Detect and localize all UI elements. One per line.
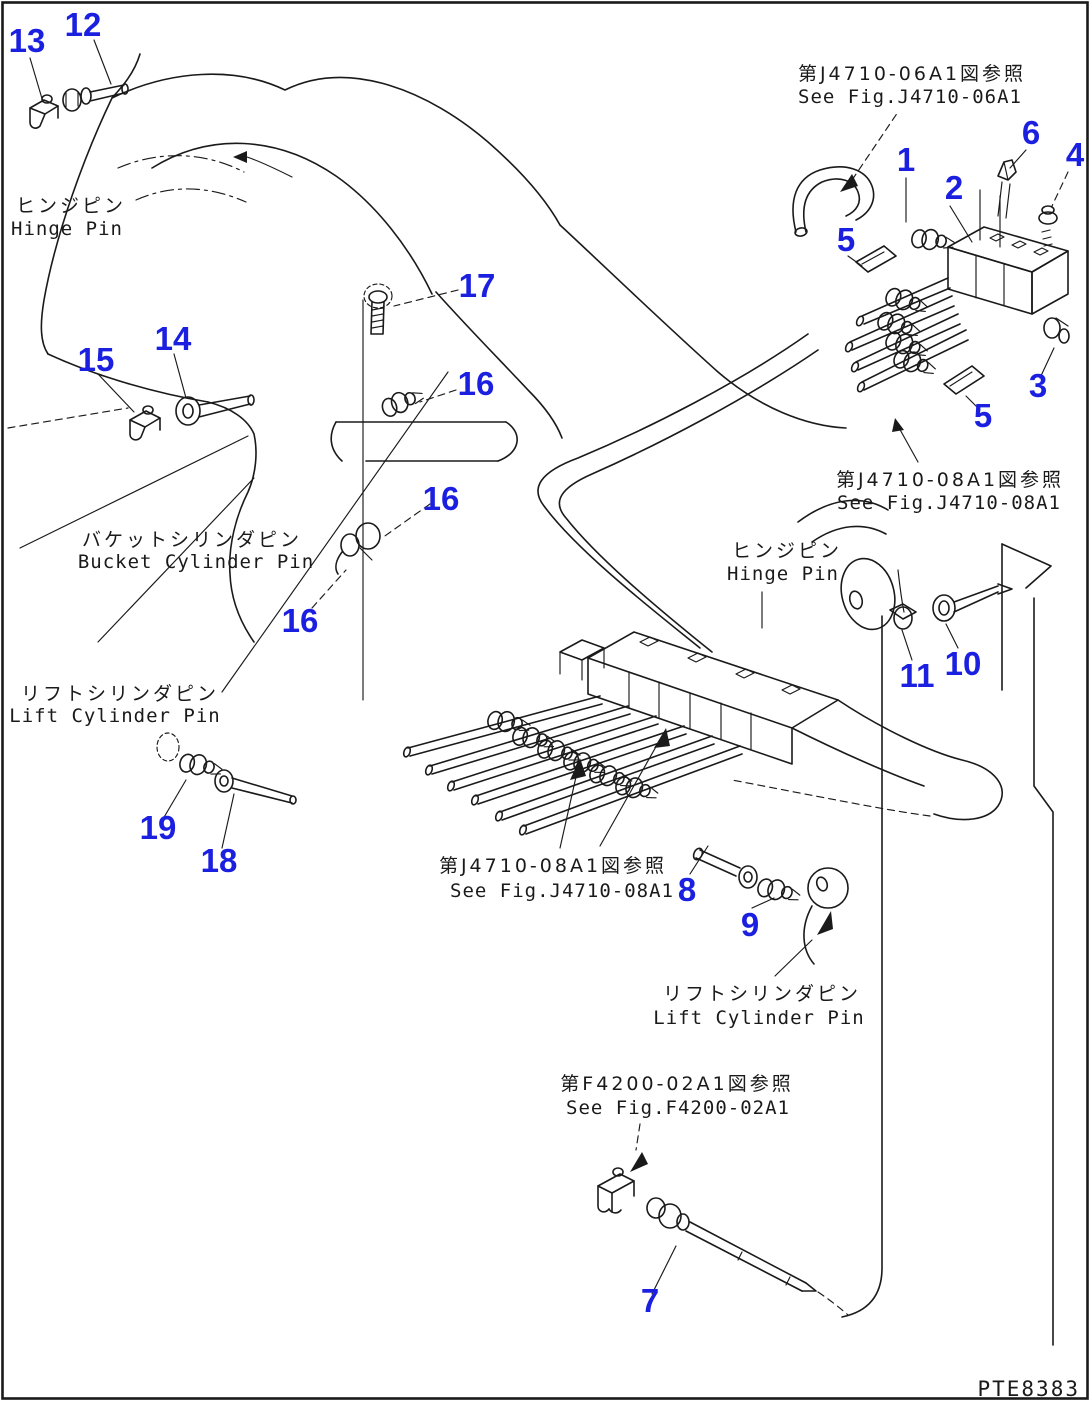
- grease-tube-bundle: [537, 333, 1004, 821]
- label-lift-cylinder-pin-right-jp: リフトシリンダピン: [663, 983, 861, 1005]
- callout-16c: 16: [282, 602, 319, 639]
- text-labels: 第J4710-06A1図参照 See Fig.J4710-06A1 ヒンジピン …: [9, 63, 1080, 1401]
- callout-19: 19: [140, 809, 177, 846]
- callout-10: 10: [945, 645, 982, 682]
- label-hinge-pin-right-jp: ヒンジピン: [732, 540, 842, 562]
- grease-fitting-7: [646, 1197, 690, 1231]
- callout-6: 6: [1022, 114, 1040, 151]
- washer-11: [893, 606, 913, 630]
- callout-4: 4: [1066, 136, 1085, 173]
- label-lift-cylinder-pin-left-jp: リフトシリンダピン: [21, 683, 219, 705]
- label-bucket-cylinder-pin-jp: バケットシリンダピン: [82, 529, 302, 551]
- ref-top-right-en: See Fig.J4710-06A1: [798, 86, 1022, 108]
- callout-16b: 16: [423, 480, 460, 517]
- elbow-fitting-3: [1043, 317, 1070, 344]
- distributor-block-center: [402, 631, 839, 849]
- callout-3: 3: [1029, 367, 1047, 404]
- hinge-pin-left-hardware: [29, 39, 129, 129]
- callout-15: 15: [78, 341, 115, 378]
- hinge-pin-right-hardware: [889, 583, 1013, 661]
- bolt-12: [62, 83, 129, 112]
- label-bucket-cylinder-pin-en: Bucket Cylinder Pin: [78, 551, 314, 573]
- ref-hinge-right-en: See Fig.J4710-08A1: [837, 492, 1061, 514]
- lift-cylinder-pin-left-hardware: [156, 732, 297, 849]
- ring-10: [932, 594, 956, 622]
- clamp-plate-5b: [943, 365, 985, 395]
- callout-17: 17: [459, 267, 496, 304]
- callout-5a: 5: [837, 221, 855, 258]
- callout-numbers: 13 12 17 16 16 16 14 15 19 18 8 9 7 1 2 …: [9, 6, 1085, 1319]
- ref-top-right-jp: 第J4710-06A1図参照: [798, 63, 1026, 85]
- reference-arrow: [840, 174, 858, 192]
- label-lift-cylinder-pin-left-en: Lift Cylinder Pin: [9, 705, 220, 727]
- distributor-block-top-right: [792, 111, 1070, 463]
- grease-fitting-1: [909, 224, 957, 257]
- grease-nipple-6: [997, 159, 1017, 219]
- grease-fitting-19: [176, 748, 225, 784]
- manifold-block-2: [947, 189, 1069, 315]
- callout-12: 12: [65, 6, 102, 43]
- ref-bottom-jp: 第F4200-02A1図参照: [560, 1073, 793, 1095]
- ref-hinge-right-jp: 第J4710-08A1図参照: [836, 469, 1064, 491]
- rear-frame-panel: [761, 499, 1054, 1346]
- callout-11: 11: [900, 657, 935, 694]
- callout-8: 8: [678, 871, 696, 908]
- clamp-7: [597, 1173, 635, 1194]
- callout-1: 1: [897, 141, 915, 178]
- ref-center-jp: 第J4710-08A1図参照: [439, 855, 667, 877]
- label-hinge-pin-left-jp: ヒンジピン: [16, 195, 126, 217]
- plug-4: [1038, 205, 1058, 247]
- pin-18: [214, 769, 297, 805]
- callout-13: 13: [9, 22, 46, 59]
- frame-grease-line-hardware: [597, 1123, 849, 1316]
- bucket-cylinder-pin-hardware: [97, 283, 459, 609]
- callout-9: 9: [741, 906, 759, 943]
- callout-7: 7: [641, 1282, 659, 1319]
- ref-center-en: See Fig.J4710-08A1: [450, 880, 674, 902]
- lift-cylinder-pin-right-hardware: [689, 845, 849, 977]
- label-hinge-pin-right-en: Hinge Pin: [727, 563, 839, 585]
- hinge-boss: [840, 557, 896, 631]
- tube-clamp-16b: [335, 522, 381, 575]
- callout-14: 14: [155, 320, 192, 357]
- ref-bottom-en: See Fig.F4200-02A1: [566, 1097, 790, 1119]
- callout-18: 18: [201, 842, 238, 879]
- clamp-plate-5a: [855, 245, 897, 273]
- callout-16a: 16: [458, 365, 495, 402]
- part-code: PTE8383: [977, 1377, 1080, 1401]
- pin-boss: [807, 867, 849, 909]
- label-hinge-pin-left-en: Hinge Pin: [11, 218, 123, 240]
- boom-outline-left: [7, 53, 847, 701]
- callout-2: 2: [945, 169, 963, 206]
- bolt-17: [363, 283, 393, 335]
- label-lift-cylinder-pin-right-en: Lift Cylinder Pin: [653, 1007, 864, 1029]
- callout-5b: 5: [974, 397, 992, 434]
- hose-elbow: [792, 166, 875, 233]
- pin-bolt-14: [175, 394, 255, 426]
